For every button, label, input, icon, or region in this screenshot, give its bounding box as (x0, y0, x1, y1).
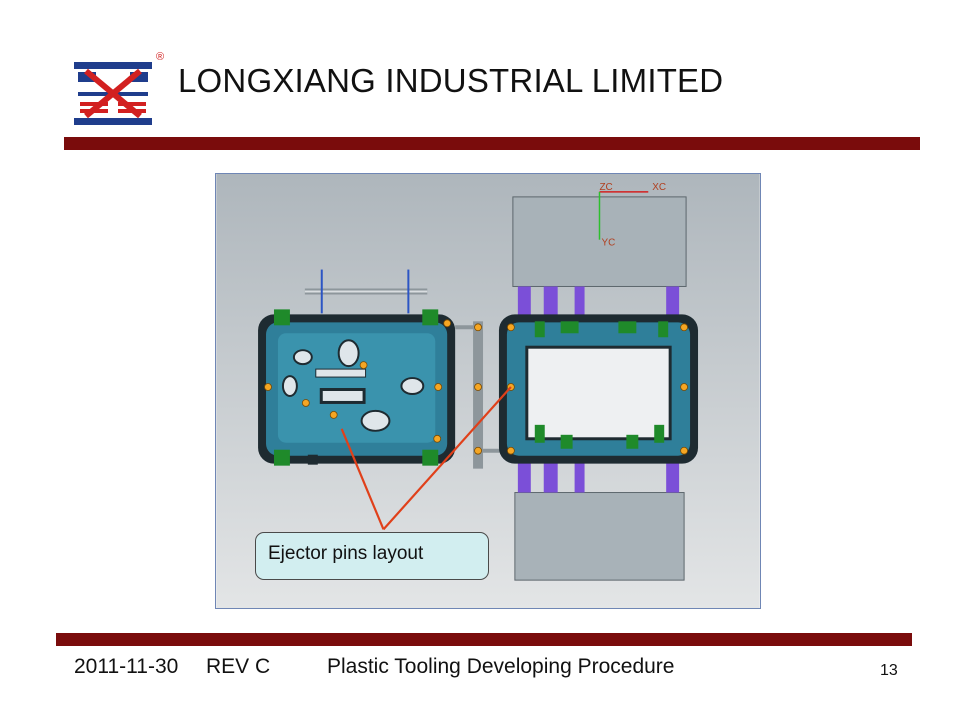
footer-revision: REV C (206, 655, 271, 678)
company-logo: ® (74, 51, 164, 125)
mold-core-view (258, 269, 456, 466)
axis-label-xc: XC (652, 182, 666, 193)
axis-label-yc: YC (601, 238, 615, 249)
header-divider (64, 137, 920, 150)
footer-divider (56, 633, 912, 646)
ejector-pins-callout: Ejector pins layout (255, 532, 489, 580)
registered-mark: ® (156, 51, 164, 63)
axis-label-zc: ZC (599, 182, 612, 193)
page-number: 13 (880, 662, 898, 679)
footer-document-title: Plastic Tooling Developing Procedure (327, 655, 675, 678)
mold-assembly-view (498, 196, 699, 581)
company-name: LONGXIANG INDUSTRIAL LIMITED (178, 62, 724, 99)
cad-mold-figure: ZC XC YC (215, 173, 761, 609)
coordinate-axes: ZC XC YC (598, 182, 666, 249)
callout-leader-lines (340, 386, 512, 531)
connector-rod (455, 321, 501, 469)
footer-date: 2011-11-30 (74, 655, 179, 678)
